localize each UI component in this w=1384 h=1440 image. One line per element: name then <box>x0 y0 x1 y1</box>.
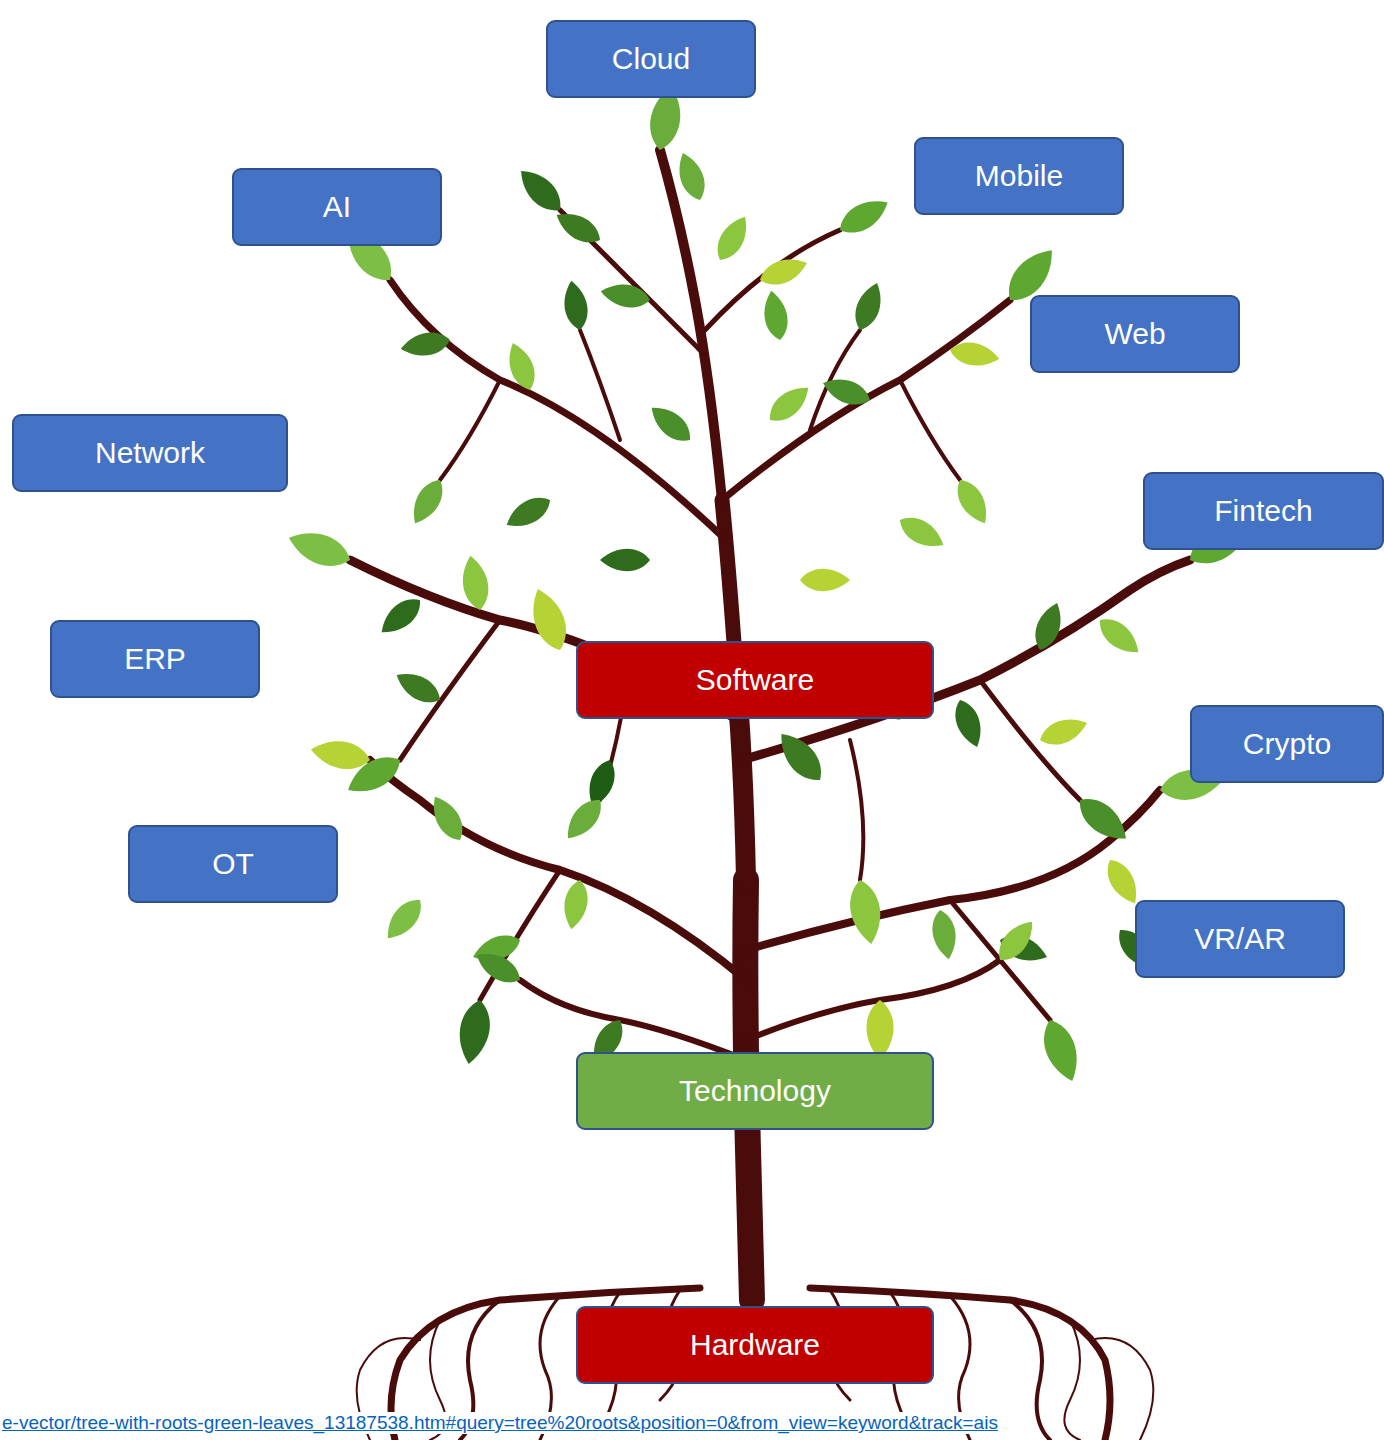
box-label: Hardware <box>690 1328 820 1362</box>
box-label: Technology <box>679 1074 831 1108</box>
category-box: AI <box>232 168 442 246</box>
layer-box: Technology <box>576 1052 934 1130</box>
category-box: ERP <box>50 620 260 698</box>
box-label: ERP <box>124 642 186 676</box>
box-label: Mobile <box>975 159 1063 193</box>
box-label: OT <box>212 847 254 881</box>
box-label: Fintech <box>1214 494 1312 528</box>
category-box: Crypto <box>1190 705 1384 783</box>
category-box: VR/AR <box>1135 900 1345 978</box>
category-box: OT <box>128 825 338 903</box>
box-label: Network <box>95 436 205 470</box>
category-box: Fintech <box>1143 472 1384 550</box>
box-label: AI <box>323 190 351 224</box>
category-box: Network <box>12 414 288 492</box>
box-label: Crypto <box>1243 727 1331 761</box>
category-box: Mobile <box>914 137 1124 215</box>
source-url: e-vector/tree-with-roots-green-leaves_13… <box>0 1412 1000 1434</box>
box-label: Web <box>1104 317 1165 351</box>
box-label: VR/AR <box>1194 922 1286 956</box>
category-box: Cloud <box>546 20 756 98</box>
layer-box: Software <box>576 641 934 719</box>
box-label: Software <box>696 663 814 697</box>
category-box: Web <box>1030 295 1240 373</box>
box-label: Cloud <box>612 42 690 76</box>
layer-box: Hardware <box>576 1306 934 1384</box>
